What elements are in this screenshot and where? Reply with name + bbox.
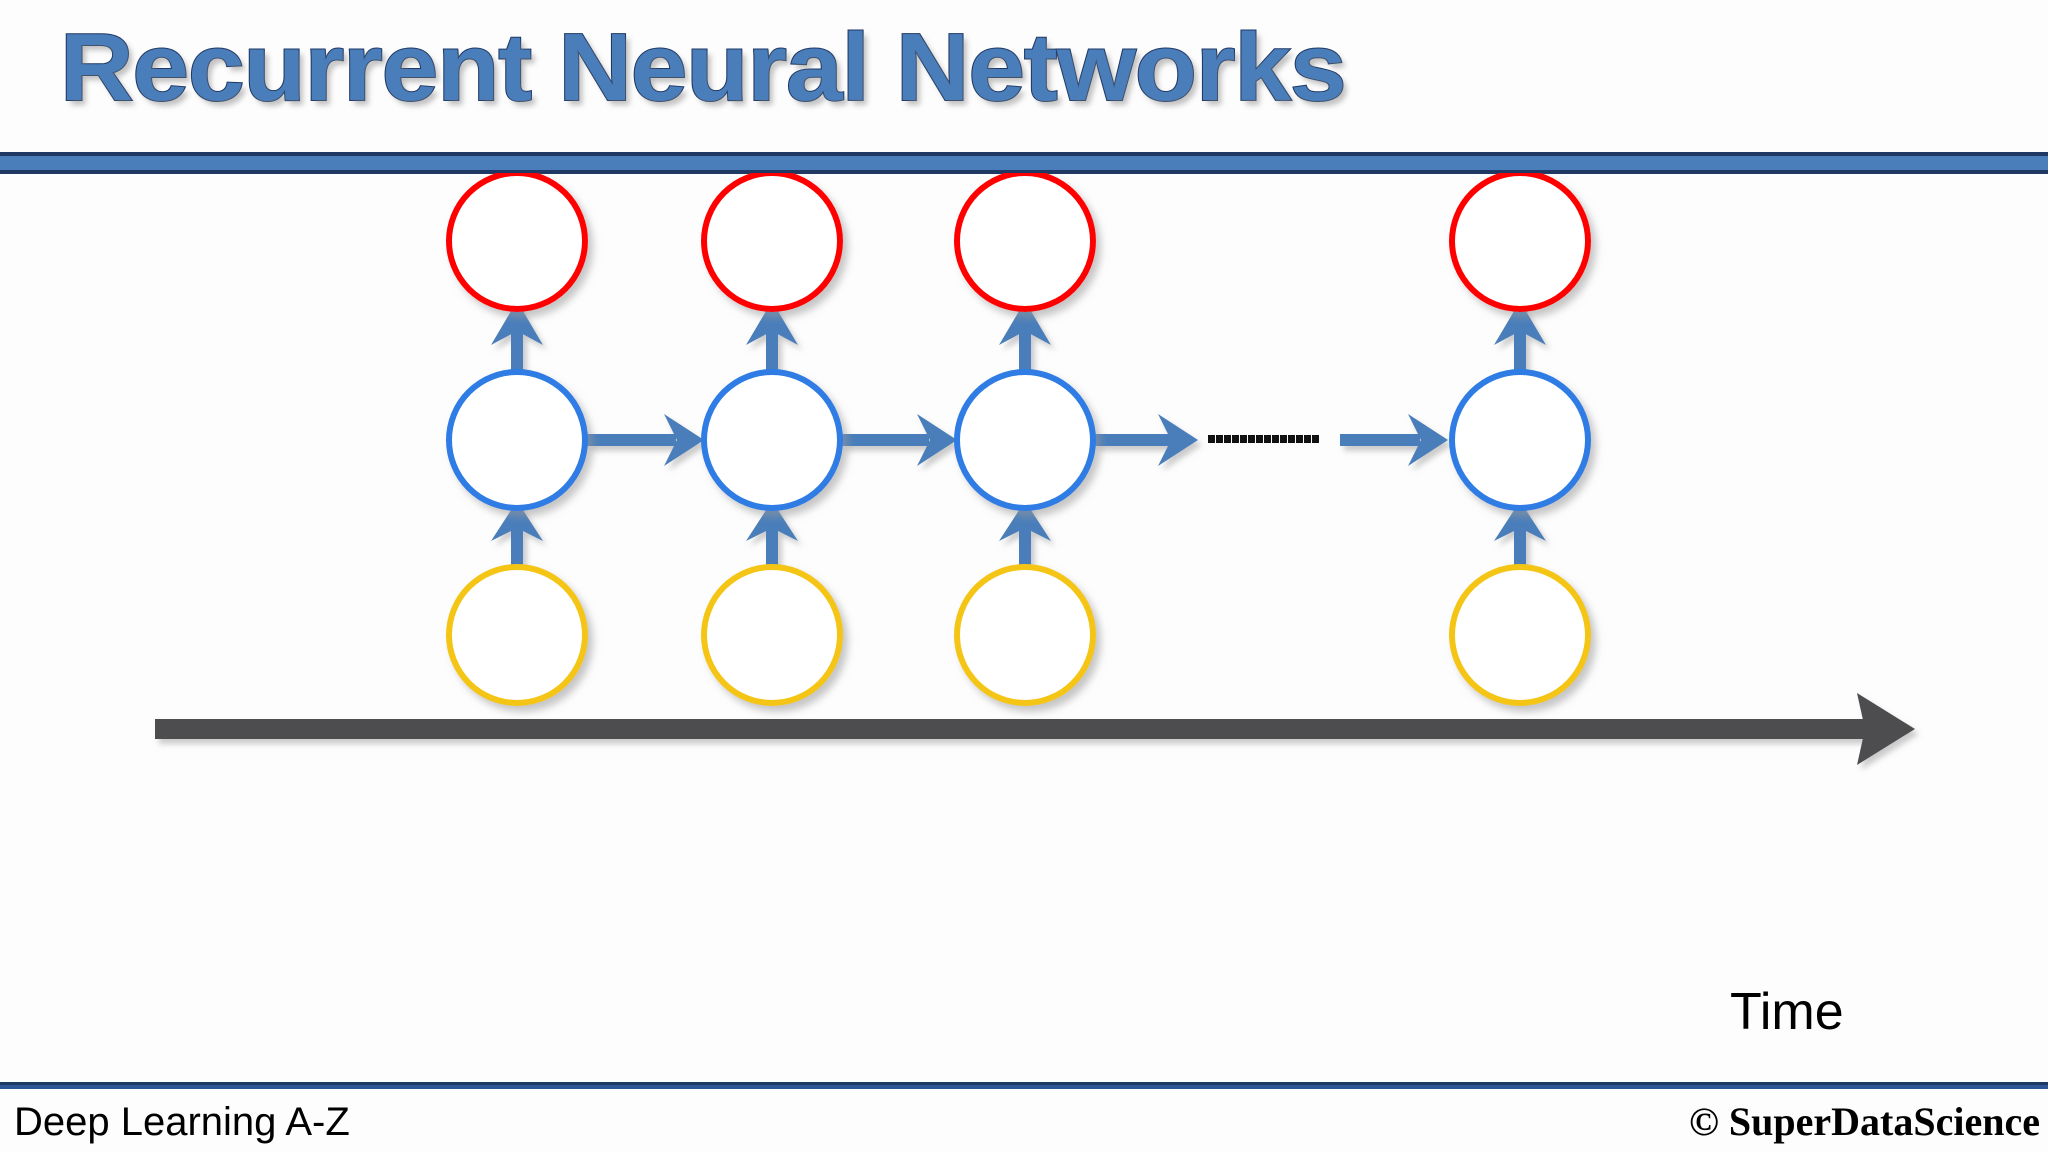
- recurrent-arrows: [586, 414, 1448, 466]
- input-to-hidden-arrows: [491, 501, 1546, 571]
- input-node-t4[interactable]: [1449, 564, 1591, 706]
- time-axis-label: Time: [1730, 983, 1844, 1041]
- output-node-t3[interactable]: [954, 173, 1096, 312]
- page-title: Recurrent Neural Networks: [59, 14, 1348, 121]
- recurrent-arrow-t2-t3: [841, 414, 957, 466]
- input-node-t2[interactable]: [701, 564, 843, 706]
- footer-divider-fill: [0, 1085, 2048, 1089]
- hidden-layer-nodes: [446, 369, 1591, 511]
- hidden-to-output-arrows: [491, 301, 1546, 376]
- output-node-t2[interactable]: [701, 173, 843, 312]
- arrow-hidden-output-t3: [999, 301, 1051, 376]
- header-divider-fill: [0, 156, 2048, 170]
- footer-copyright: © SuperDataScience: [1689, 1099, 2040, 1144]
- arrow-input-hidden-t4: [1494, 501, 1546, 571]
- continuation-ellipsis: [1208, 435, 1319, 443]
- input-layer-nodes: [446, 564, 1591, 706]
- time-axis-arrow: [155, 693, 1915, 765]
- arrow-input-hidden-t2: [746, 501, 798, 571]
- footer-divider: [0, 1082, 2048, 1090]
- footer-course-label: Deep Learning A-Z: [14, 1100, 350, 1144]
- arrow-input-hidden-t3: [999, 501, 1051, 571]
- arrow-hidden-output-t2: [746, 301, 798, 376]
- output-layer-nodes: [446, 173, 1591, 312]
- input-node-t3[interactable]: [954, 564, 1096, 706]
- rnn-diagram: [0, 173, 2048, 1073]
- hidden-node-t3[interactable]: [954, 369, 1096, 511]
- output-node-t4[interactable]: [1449, 173, 1591, 312]
- hidden-node-t1[interactable]: [446, 369, 588, 511]
- header-divider-top-edge: [0, 152, 2048, 156]
- arrow-input-hidden-t1: [491, 501, 543, 571]
- input-node-t1[interactable]: [446, 564, 588, 706]
- footer-divider-top-edge: [0, 1082, 2048, 1085]
- arrow-hidden-output-t1: [491, 301, 543, 376]
- hidden-node-t4[interactable]: [1449, 369, 1591, 511]
- recurrent-arrow-t3-ellipsis: [1094, 414, 1198, 466]
- output-node-t1[interactable]: [446, 173, 588, 312]
- header-divider-bottom-edge: [0, 170, 2048, 174]
- recurrent-arrow-t1-t2: [586, 414, 704, 466]
- hidden-node-t2[interactable]: [701, 369, 843, 511]
- header-divider: [0, 152, 2048, 174]
- arrow-hidden-output-t4: [1494, 301, 1546, 376]
- recurrent-arrow-ellipsis-t4: [1340, 414, 1448, 466]
